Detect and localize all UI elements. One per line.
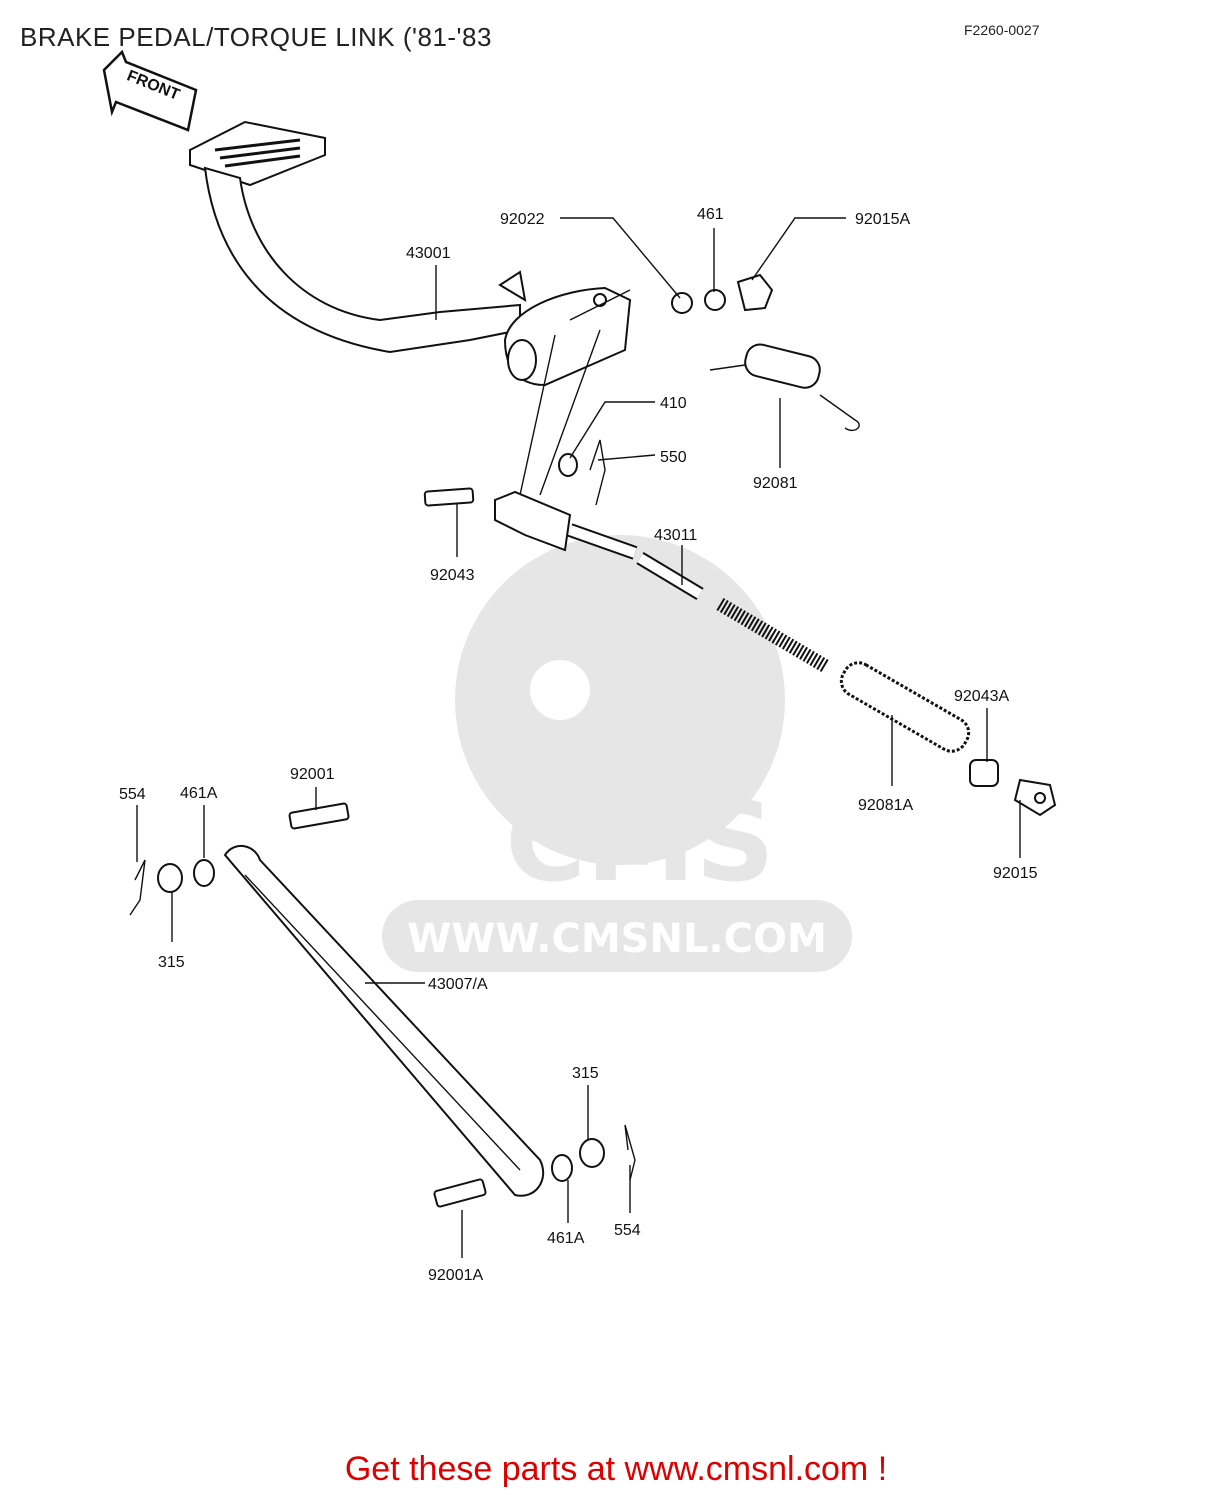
- exploded-parts-diagram: CMS WWW.CMSNL.COM FRONT: [102, 49, 1057, 1284]
- spring-92081: [709, 343, 860, 432]
- callout-92043: 92043: [430, 567, 475, 584]
- watermark-brand: CMS: [505, 778, 774, 906]
- callout-550: 550: [660, 449, 687, 466]
- callout-410: 410: [660, 395, 687, 412]
- callout-43001: 43001: [406, 245, 451, 262]
- watermark-url: WWW.CMSNL.COM: [407, 916, 827, 962]
- callout-461A-lower: 461A: [547, 1230, 585, 1247]
- callout-92043A: 92043A: [954, 688, 1009, 705]
- watermark-mascot: [455, 535, 785, 865]
- watermark-mascot-eye: [530, 660, 590, 720]
- callout-92022: 92022: [500, 211, 545, 228]
- callout-labels: 43001 92022 461 92015A 410 550 92081 430…: [119, 206, 1038, 1284]
- footer-cta[interactable]: Get these parts at www.cmsnl.com !: [344, 1450, 888, 1488]
- cms-watermark: CMS WWW.CMSNL.COM: [382, 535, 852, 972]
- rod-end-nuts: [671, 273, 1057, 817]
- callout-92081: 92081: [753, 475, 798, 492]
- callout-315-upper: 315: [158, 954, 185, 971]
- callout-92001A: 92001A: [428, 1267, 483, 1284]
- figure-number: F2260-0027: [964, 22, 1040, 38]
- callout-554-upper: 554: [119, 786, 146, 803]
- callout-315-lower: 315: [572, 1065, 599, 1082]
- callout-554-lower: 554: [614, 1222, 641, 1239]
- brake-rod: [567, 523, 829, 673]
- callout-92015A: 92015A: [855, 211, 910, 228]
- spring-92081A: [839, 661, 971, 753]
- leader-lines: [136, 217, 1021, 1258]
- clevis-assembly: [423, 439, 606, 552]
- front-arrow: FRONT: [102, 49, 198, 132]
- callout-92015: 92015: [993, 865, 1038, 882]
- callout-461A-upper: 461A: [180, 785, 218, 802]
- brake-pedal: [189, 120, 632, 496]
- callout-43011: 43011: [654, 527, 697, 544]
- callout-43007A: 43007/A: [428, 976, 488, 993]
- watermark-url-pill: [382, 900, 852, 972]
- torque-link: [129, 802, 636, 1208]
- callout-92001: 92001: [290, 766, 335, 783]
- page-title: BRAKE PEDAL/TORQUE LINK ('81-'83: [20, 22, 492, 52]
- callout-461: 461: [697, 206, 724, 223]
- callout-92081A: 92081A: [858, 797, 913, 814]
